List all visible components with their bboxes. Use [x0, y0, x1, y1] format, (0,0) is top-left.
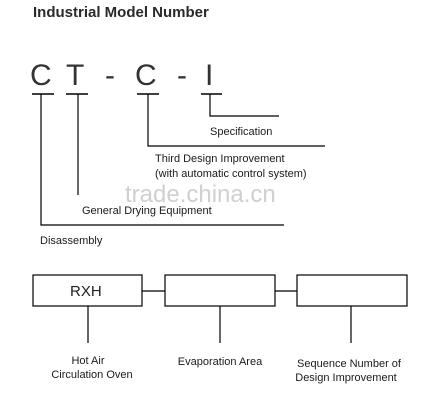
code-letter-t: T [66, 59, 84, 92]
connector-third-design [147, 94, 325, 147]
code-dash-1: - [105, 59, 115, 92]
label-evaporation: Evaporation Area [178, 356, 263, 368]
connector-specification [209, 94, 279, 117]
label-third-design-line2: (with automatic control system) [155, 168, 307, 180]
label-third-design-line1: Third Design Improvement [155, 153, 285, 165]
code-dash-2: - [177, 59, 187, 92]
label-disassembly: Disassembly [40, 235, 103, 247]
box-rxh [32, 274, 143, 307]
label-sequence-line2: Design Improvement [295, 372, 397, 384]
watermark: trade.china.cn [125, 181, 276, 208]
diagram-title: Industrial Model Number [33, 4, 209, 21]
connector-disassembly [40, 94, 284, 226]
label-sequence-line1: Sequence Number of [297, 358, 402, 370]
label-hot-air-line1: Hot Air [71, 355, 104, 367]
code-letter-c1: C [30, 59, 52, 92]
code-letter-c2: C [135, 59, 157, 92]
label-hot-air-line2: Circulation Oven [51, 369, 132, 381]
label-general-drying: General Drying Equipment [82, 205, 212, 217]
box-drop-lines [87, 306, 352, 343]
box-row: RXH [32, 274, 408, 307]
box-evaporation [164, 274, 276, 307]
box-sequence [296, 274, 408, 307]
code-connectors [40, 94, 325, 226]
label-specification: Specification [210, 126, 272, 138]
code-letter-i: I [205, 59, 213, 92]
box-rxh-text: RXH [70, 283, 102, 300]
